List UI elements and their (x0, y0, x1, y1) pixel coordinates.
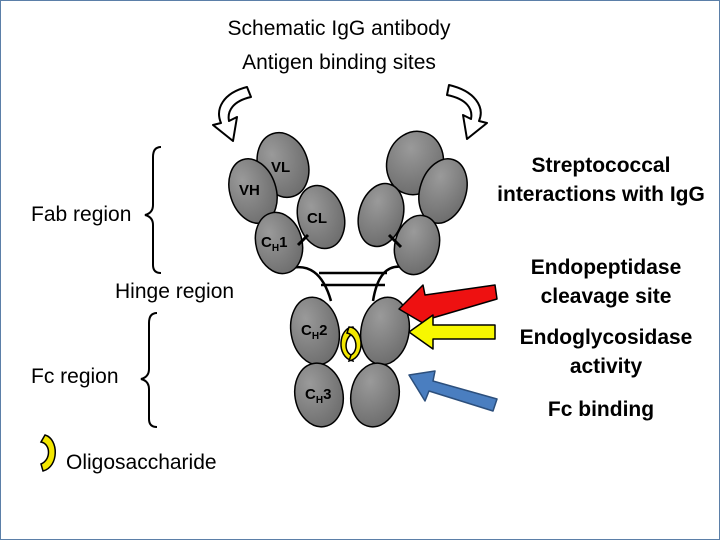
vl-label: VL (271, 159, 290, 176)
endoglycosidase-label: Endoglycosidase activity (519, 326, 693, 378)
cl-domain (296, 184, 346, 250)
fc-binding-label: Fc binding (547, 398, 655, 421)
ch2-label-main: C (301, 322, 312, 339)
ch2-label: CH2 (301, 322, 327, 342)
ch3-right-domain (349, 362, 401, 428)
ch1-domain (254, 211, 304, 275)
ch3-label: CH3 (305, 386, 331, 406)
hinge-region-label: Hinge region (115, 280, 235, 303)
curved-arrow-right-icon (446, 84, 488, 140)
blue-arrow-icon (408, 370, 498, 412)
endopeptidase-label: Endopeptidase cleavage site (530, 256, 682, 308)
right-cl-domain (357, 182, 405, 248)
oligosaccharide-icon (340, 326, 362, 363)
oligosaccharide-label: Oligosaccharide (66, 451, 217, 474)
ch2-label-num: 2 (319, 322, 327, 339)
streptococcal-interactions-label: Streptococcal interactions with IgG (497, 154, 705, 206)
ch1-label-sub: H (272, 243, 279, 254)
left-disulfide (296, 233, 310, 247)
fc-bracket (140, 312, 158, 428)
ch1-label-num: 1 (279, 234, 287, 251)
slide-subtitle: Antigen binding sites (242, 51, 436, 74)
curved-arrow-left-icon (212, 86, 252, 142)
right-disulfide (387, 233, 403, 249)
hinge (286, 265, 404, 302)
ch2-label-sub: H (312, 331, 319, 342)
slide-title: Schematic IgG antibody (227, 17, 451, 40)
ch3-label-num: 3 (323, 386, 331, 403)
fab-region-label: Fab region (31, 203, 132, 226)
vh-label: VH (239, 182, 260, 199)
right-ch1-domain (393, 214, 441, 276)
ch3-left-domain (293, 362, 345, 428)
ch1-label: CH1 (261, 234, 287, 254)
cl-label: CL (307, 210, 327, 227)
oligosaccharide-legend-icon (39, 434, 56, 472)
red-arrow-icon (398, 284, 498, 330)
fab-bracket (144, 146, 162, 274)
ch3-label-main: C (305, 386, 316, 403)
ch3-label-sub: H (316, 395, 323, 406)
yellow-arrow-icon (408, 314, 496, 350)
ch1-label-main: C (261, 234, 272, 251)
fc-region-label: Fc region (31, 365, 119, 388)
